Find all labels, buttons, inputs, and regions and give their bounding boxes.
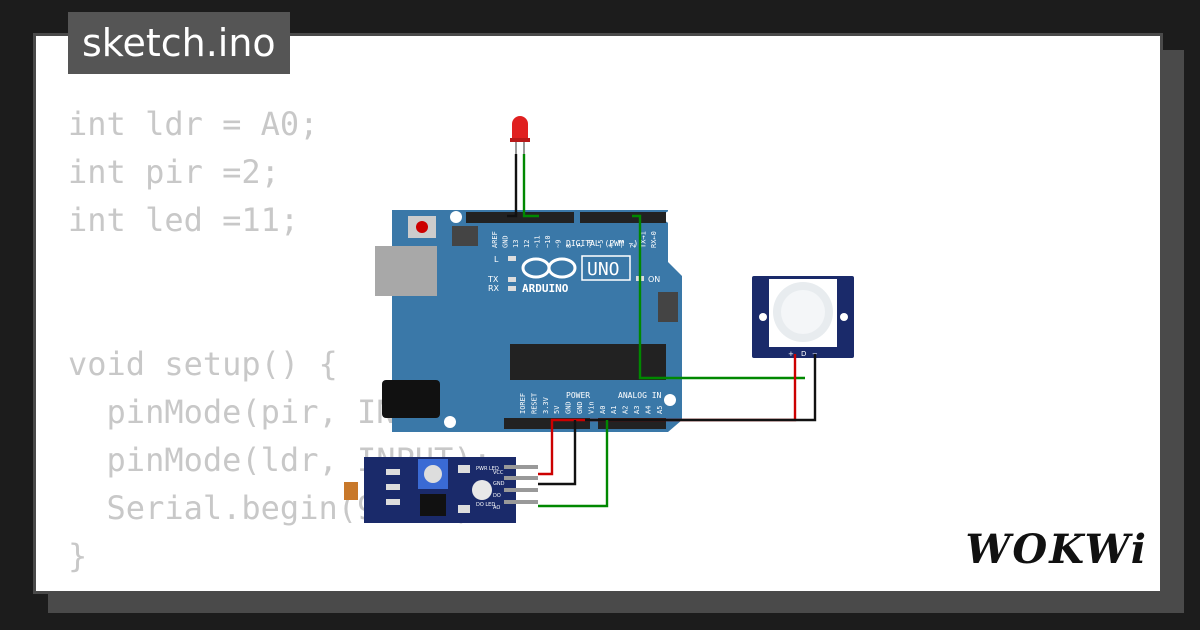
pin-label: 13	[512, 240, 520, 248]
arduino-logo-icon	[521, 257, 577, 279]
pin-label: ~5	[597, 240, 605, 248]
svg-text:PWR LED: PWR LED	[476, 466, 499, 472]
power-jack	[382, 380, 440, 418]
pin-label: 12	[523, 240, 531, 248]
pin-label: TX→1	[639, 231, 647, 248]
pin-label: A2	[622, 406, 630, 414]
code-line: int led =11;	[68, 201, 300, 239]
usb-port	[375, 246, 437, 296]
svg-text:RX: RX	[488, 284, 500, 293]
svg-text:TX: TX	[487, 275, 499, 284]
ldr-module[interactable]: PWR LED DO LED VCC GND DO AO	[344, 457, 538, 523]
code-line: void setup() {	[68, 345, 338, 383]
pin-label: IOREF	[519, 393, 527, 414]
svg-text:ANALOG IN: ANALOG IN	[618, 391, 662, 400]
pir-sensor[interactable]: + D −	[752, 276, 854, 358]
code-line: }	[68, 537, 88, 575]
pin-label: 5V	[553, 405, 561, 414]
pin-label: 7	[576, 244, 584, 248]
svg-text:AO: AO	[493, 505, 500, 511]
code-line: int ldr = A0;	[68, 105, 319, 143]
svg-text:L: L	[494, 255, 499, 264]
led-component[interactable]	[510, 116, 530, 154]
wokwi-logo: WOKWi	[965, 526, 1148, 573]
pin-label: 8	[565, 244, 573, 248]
svg-text:POWER: POWER	[566, 391, 590, 400]
pin-label: GND	[576, 401, 584, 414]
wires	[507, 154, 817, 508]
pin-label: Vin	[587, 401, 595, 414]
svg-text:ON: ON	[648, 275, 660, 284]
pin-label: RX←0	[650, 231, 658, 248]
svg-text:DO: DO	[493, 493, 501, 499]
pin-label: ~10	[544, 235, 552, 248]
arduino-uno-board[interactable]: DIGITAL (PWM ~) L TX RX ON UNO ARDUINO P…	[375, 210, 682, 432]
svg-text:+: +	[788, 350, 794, 358]
pin-label: AREF	[491, 231, 499, 248]
code-line: int pir =2;	[68, 153, 280, 191]
pin-label: A4	[644, 406, 652, 414]
svg-text:DO LED: DO LED	[476, 502, 495, 508]
svg-text:DIGITAL (PWM ~): DIGITAL (PWM ~)	[566, 239, 638, 248]
pin-label: 2	[629, 244, 637, 248]
pin-label: ~6	[586, 240, 594, 248]
svg-text:VCC: VCC	[493, 470, 504, 476]
svg-text:GND: GND	[493, 481, 505, 487]
pin-label: RESET	[530, 392, 538, 414]
file-tab[interactable]: sketch.ino	[68, 12, 290, 74]
chip	[510, 344, 666, 380]
pin-label: ~3	[618, 240, 626, 248]
pin-label: 4	[608, 244, 616, 248]
pin-label: ~9	[555, 240, 563, 248]
pin-label: A0	[599, 406, 607, 414]
pin-label: A5	[656, 406, 664, 414]
pin-label: A1	[610, 406, 618, 414]
pin-label: GND	[502, 235, 510, 248]
pin-label: GND	[565, 401, 573, 414]
svg-text:D: D	[801, 350, 806, 358]
svg-text:UNO: UNO	[587, 259, 620, 280]
pin-label: A3	[633, 406, 641, 414]
pin-label: 3.3V	[542, 396, 550, 414]
svg-text:ARDUINO: ARDUINO	[522, 282, 569, 295]
pin-label: ~11	[533, 235, 541, 248]
